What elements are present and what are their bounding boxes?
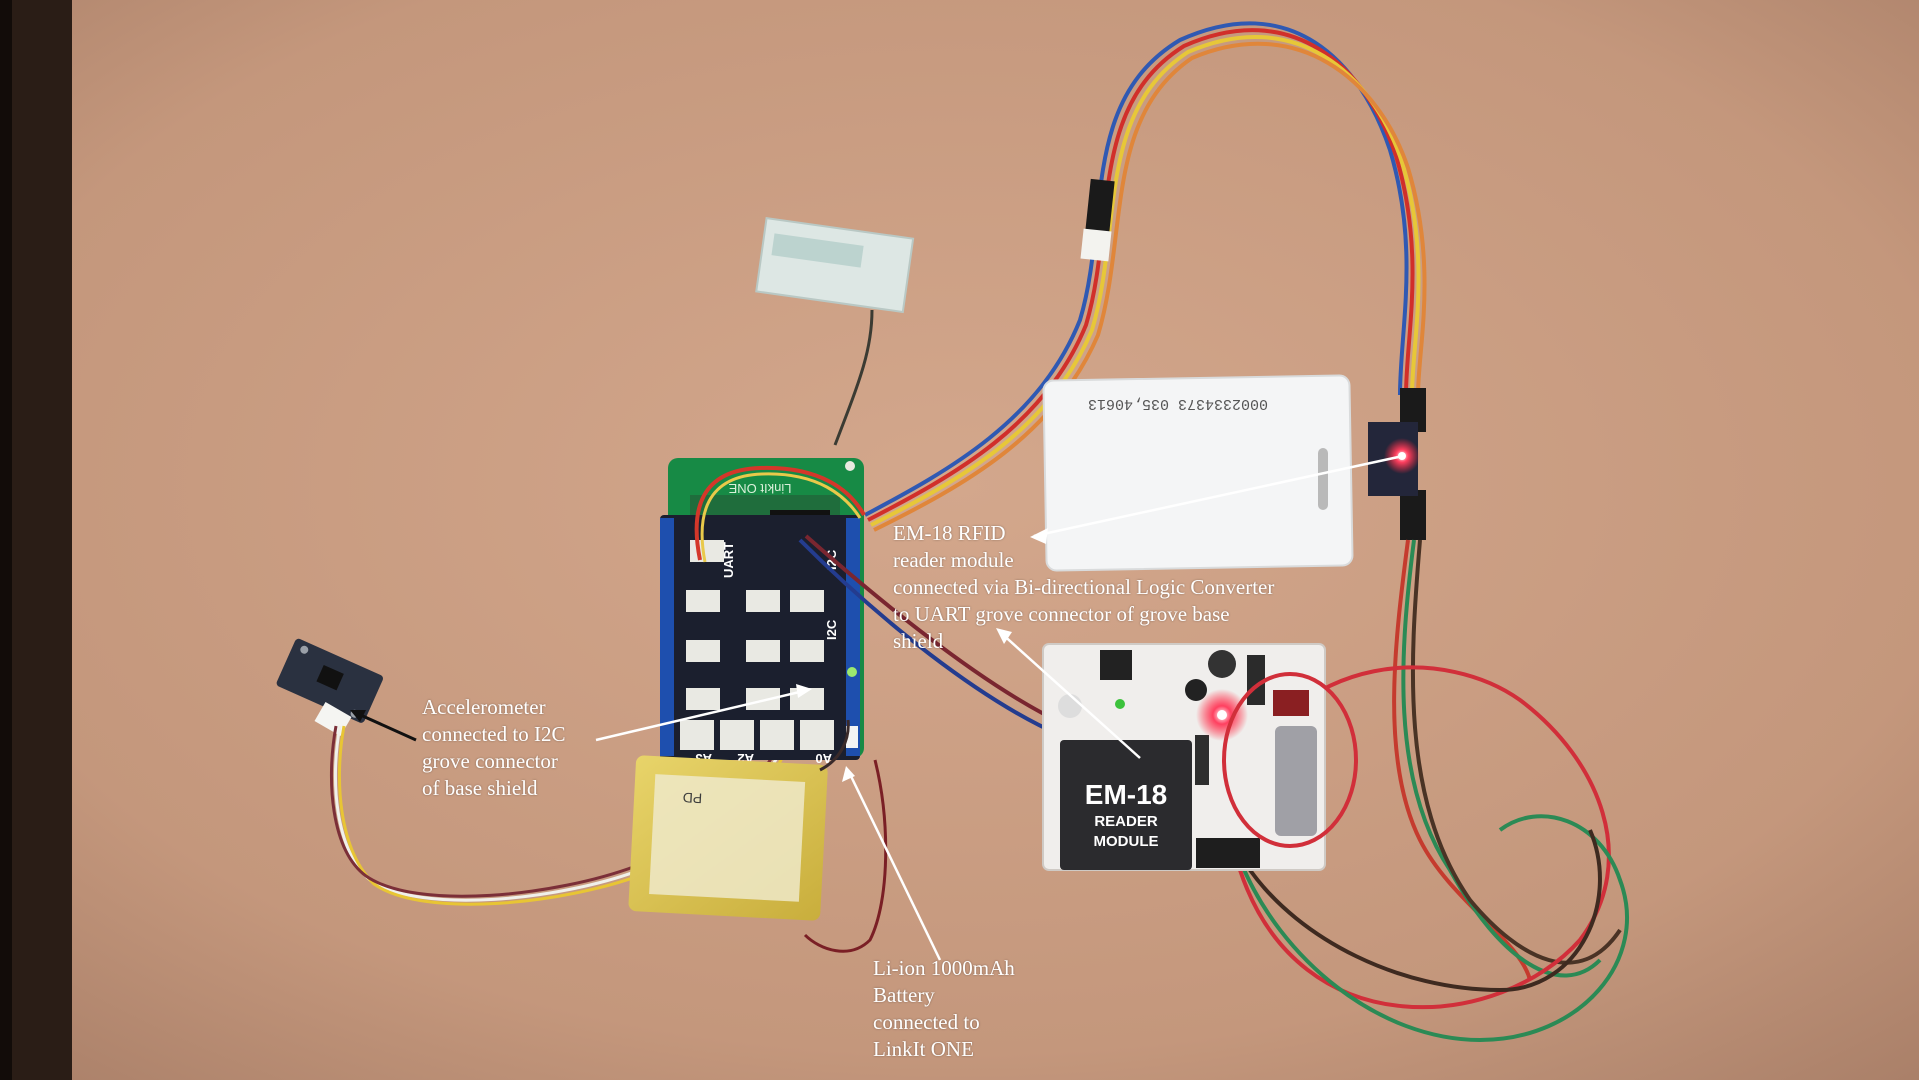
battery-mark: PD [682, 790, 702, 807]
svg-text:A0: A0 [815, 751, 832, 766]
annotation-line: Battery [873, 983, 935, 1007]
annotation-line: connected via Bi-directional Logic Conve… [893, 575, 1275, 599]
accelerometer-board [276, 638, 383, 723]
rfid-card: 0002334373 035,40613 [1042, 374, 1354, 572]
svg-text:I2C: I2C [824, 619, 839, 640]
battery-annotation: Li-ion 1000mAh Battery connected to Link… [873, 955, 1015, 1063]
em18-carrier-board: EM-18 READER MODULE [1042, 643, 1326, 871]
annotation-line: to UART grove connector of grove base [893, 602, 1230, 626]
annotation-line: reader module [893, 548, 1014, 572]
rfid-annotation: EM-18 RFID reader module connected via B… [893, 520, 1274, 655]
em18-wires [1220, 539, 1629, 1043]
annotation-line: shield [893, 629, 944, 653]
annotation-line: grove connector [422, 749, 558, 773]
annotation-line: LinkIt ONE [873, 1037, 974, 1061]
harness-connector [1085, 178, 1115, 234]
li-ion-battery: PD [628, 755, 828, 921]
annotation-line: connected to [873, 1010, 980, 1034]
antenna [755, 216, 915, 314]
annotation-line: of base shield [422, 776, 538, 800]
svg-text:READER: READER [1094, 813, 1158, 830]
rfid-card-number: 0002334373 035,40613 [1088, 395, 1268, 412]
annotation-line: connected to I2C [422, 722, 566, 746]
annotation-line: Li-ion 1000mAh [873, 956, 1015, 980]
accelerometer-annotation: Accelerometer connected to I2C grove con… [422, 694, 565, 802]
annotation-line: Accelerometer [422, 695, 546, 719]
annotation-line: EM-18 RFID [893, 521, 1006, 545]
rfid-harness [864, 21, 1427, 532]
grove-base-shield: UART I2C I2C A3 A2 A0 [660, 515, 860, 766]
linkit-label: LinkIt ONE [728, 481, 791, 496]
svg-text:MODULE: MODULE [1094, 833, 1159, 850]
svg-text:UART: UART [721, 542, 736, 578]
em18-text: EM-18 [1085, 779, 1167, 810]
